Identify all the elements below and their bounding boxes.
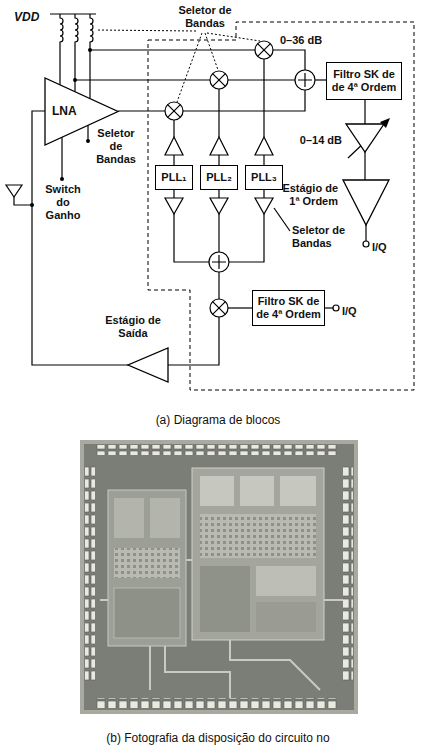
label-wrap: (a) Diagrama de blocos bbox=[0, 410, 436, 428]
label-wrap: I/Q bbox=[372, 237, 402, 255]
amplifier-outline bbox=[128, 348, 168, 382]
amplifier-label-wrap: Estágio de 1ª Ordem bbox=[278, 182, 338, 209]
pll-box: PLL₂ bbox=[200, 165, 238, 190]
figure-caption: (a) Diagrama de blocos bbox=[156, 413, 281, 427]
amplifier-label: Estágio de 1ª Ordem bbox=[278, 182, 338, 208]
control-label: Seletor de Bandas bbox=[292, 224, 354, 250]
triangle-shape bbox=[128, 348, 168, 382]
io-terminals bbox=[333, 241, 369, 311]
box-text: Filtro SK de de 4ª Ordem bbox=[256, 295, 321, 321]
first-order-stage: Estágio de 1ª Ordem bbox=[343, 180, 389, 225]
chip-photo bbox=[80, 440, 358, 714]
box-text: PLL₂ bbox=[206, 171, 232, 184]
label-wrap: Seletor de Bandas bbox=[292, 224, 354, 251]
amplifier-name: LNA bbox=[52, 104, 77, 118]
triangle-shape bbox=[343, 180, 389, 225]
amplifier-label-wrap: 0–14 dB bbox=[296, 130, 342, 148]
box-text: Filtro SK de de 4ª Ordem bbox=[330, 68, 398, 94]
label-wrap: Switch do Ganho bbox=[40, 183, 86, 223]
signal-name: I/Q bbox=[342, 305, 357, 318]
filter-box: Filtro SK de de 4ª Ordem bbox=[252, 290, 325, 326]
figure-caption: (b) Fotografia da disposição do circuito… bbox=[106, 731, 329, 745]
selector-dotted-lines bbox=[96, 30, 260, 102]
gain-label: 0–36 dB bbox=[280, 34, 322, 47]
box-text: PLL₃ bbox=[251, 171, 277, 184]
box-text: PLL₁ bbox=[161, 171, 186, 184]
label-wrap: I/Q bbox=[342, 301, 372, 319]
label-wrap: 0–36 dB bbox=[280, 30, 324, 48]
signal-wire bbox=[364, 100, 365, 124]
pll-box: PLL₁ bbox=[155, 165, 193, 190]
signal-wire bbox=[364, 152, 365, 180]
control-label: Seletor de Bandas bbox=[175, 4, 235, 30]
output-stage: Estágio de Saída bbox=[128, 348, 168, 382]
filter-box: Filtro SK de de 4ª Ordem bbox=[326, 62, 402, 100]
signal-name: I/Q bbox=[372, 241, 387, 254]
vga-amplifier: 0–14 dB bbox=[346, 124, 384, 152]
label-wrap: (b) Fotografia da disposição do circuito… bbox=[0, 728, 436, 746]
control-label: Seletor de Bandas bbox=[92, 127, 140, 167]
chip-boundary bbox=[148, 22, 414, 390]
pll-box: PLL₃ bbox=[245, 165, 283, 190]
label-wrap: Seletor de Bandas bbox=[175, 4, 235, 31]
amplifier-label: 0–14 dB bbox=[300, 134, 342, 147]
amplifier-outline bbox=[343, 180, 389, 225]
label-wrap: Seletor de Bandas bbox=[92, 127, 140, 167]
triangle-shape bbox=[346, 124, 384, 152]
amplifier-outline bbox=[346, 124, 384, 152]
amplifier-label-wrap: Estágio de Saída bbox=[102, 314, 164, 341]
amplifier-label: Estágio de Saída bbox=[102, 314, 164, 340]
label-wrap: VDD bbox=[14, 7, 50, 25]
control-label: Switch do Ganho bbox=[40, 183, 86, 223]
supply-label: VDD bbox=[14, 10, 39, 24]
